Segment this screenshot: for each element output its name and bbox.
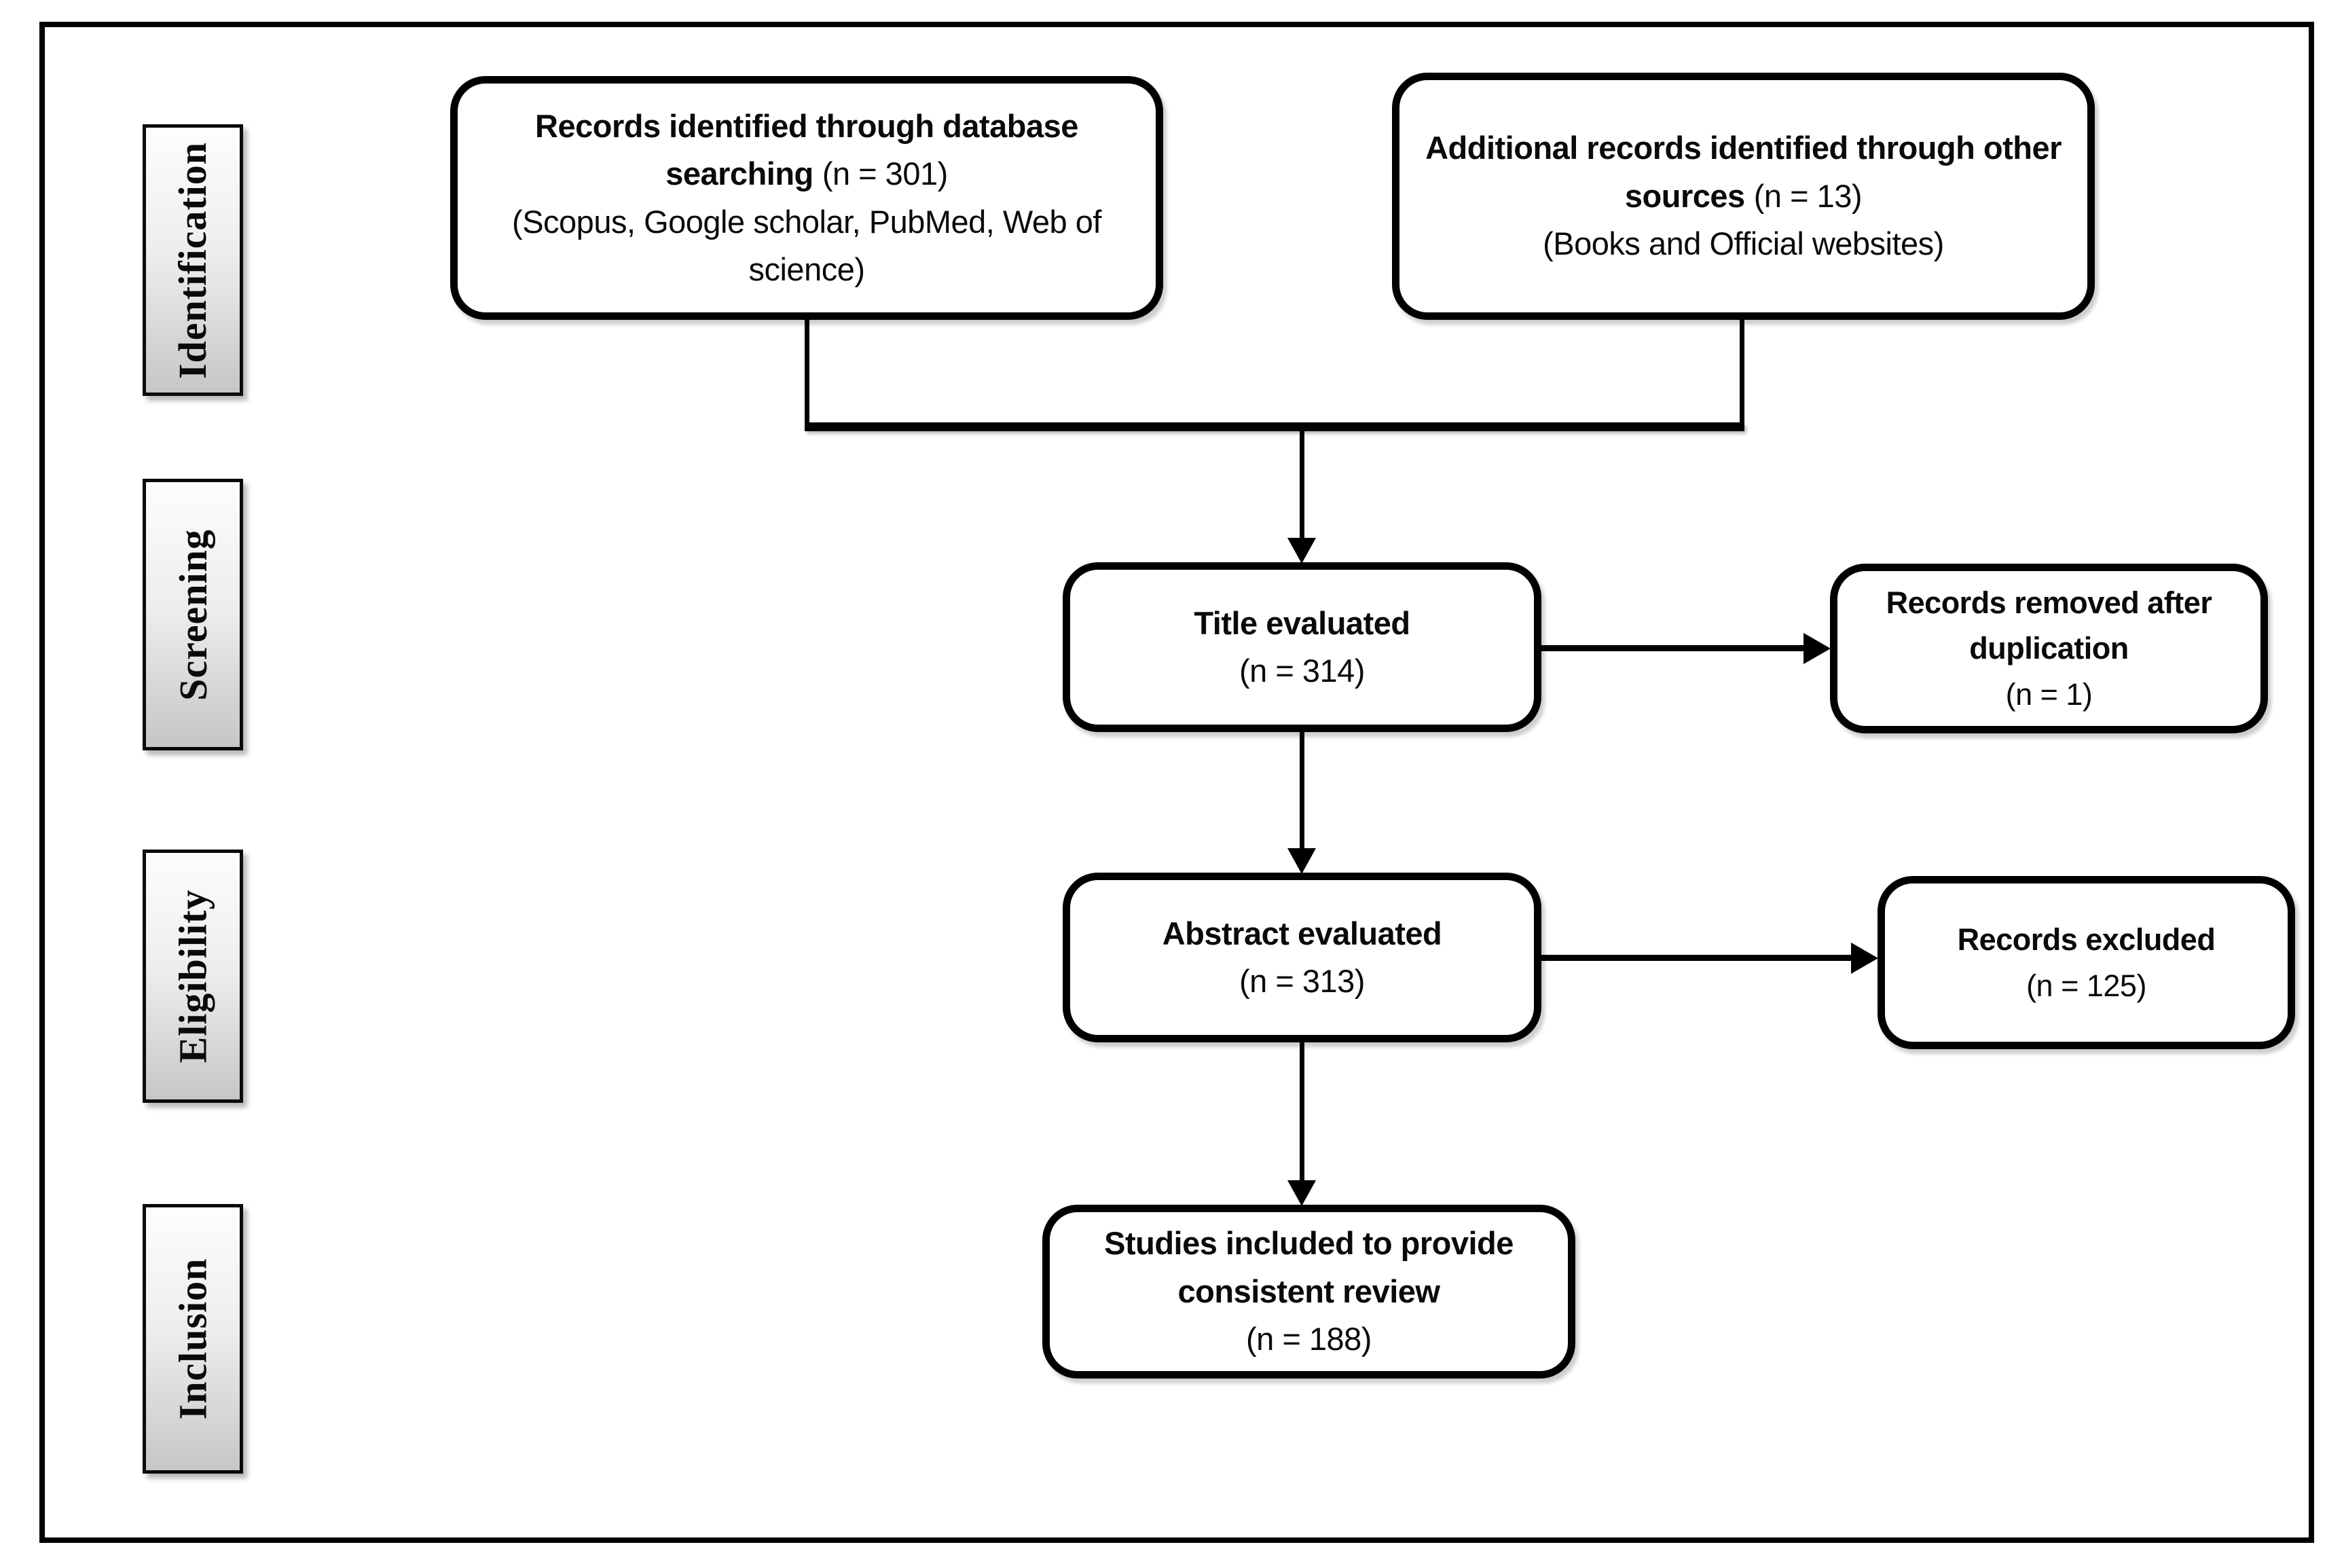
- arrowhead-down-icon: [1287, 848, 1316, 874]
- box-title: Title evaluated: [1194, 604, 1410, 641]
- stage-label-screening: Screening: [143, 479, 243, 750]
- box-count: (n = 313): [1239, 963, 1365, 999]
- box-records-other-sources: Additional records identified through ot…: [1392, 73, 2095, 320]
- box-title: Records identified through database sear…: [535, 107, 1078, 192]
- box-text: Records identified through database sear…: [481, 103, 1133, 198]
- box-title: Records removed after duplication: [1886, 585, 2212, 666]
- box-count: (n = 188): [1246, 1321, 1372, 1357]
- box-records-excluded: Records excluded (n = 125): [1878, 876, 2295, 1049]
- box-count: (n = 301): [822, 156, 948, 192]
- stage-label-text: Identification: [170, 141, 215, 379]
- stage-label-text: Eligibility: [170, 889, 215, 1063]
- arrow-title-to-removed: [1540, 645, 1808, 651]
- arrowhead-down-icon: [1287, 538, 1316, 564]
- box-records-removed-duplication: Records removed after duplication (n = 1…: [1830, 564, 2268, 733]
- box-note: (Books and Official websites): [1543, 225, 1944, 262]
- stage-label-inclusion: Inclusion: [143, 1204, 243, 1474]
- box-count: (n = 1): [2005, 676, 2093, 712]
- box-records-database-search: Records identified through database sear…: [450, 76, 1163, 320]
- stage-label-text: Inclusion: [170, 1258, 215, 1420]
- stage-label-eligibility: Eligibility: [143, 850, 243, 1103]
- arrowhead-right-icon: [1851, 943, 1878, 974]
- box-title: Studies included to provide consistent r…: [1104, 1225, 1514, 1309]
- box-count: (n = 314): [1239, 653, 1365, 689]
- box-text: Additional records identified through ot…: [1423, 124, 2064, 220]
- box-count: (n = 125): [2026, 968, 2146, 1003]
- box-title: Abstract evaluated: [1162, 915, 1442, 951]
- connector-left-vertical: [805, 318, 809, 429]
- connector-right-vertical: [1740, 318, 1744, 429]
- arrow-abstract-to-excluded: [1540, 955, 1856, 961]
- box-title-evaluated: Title evaluated (n = 314): [1063, 562, 1541, 732]
- stage-label-identification: Identification: [143, 124, 243, 396]
- arrow-title-to-abstract: [1300, 731, 1304, 850]
- box-title: Records excluded: [1957, 922, 2216, 957]
- box-title: Additional records identified through ot…: [1425, 130, 2062, 214]
- stage-label-text: Screening: [170, 528, 215, 701]
- box-note: (Scopus, Google scholar, PubMed, Web of …: [512, 203, 1101, 288]
- arrow-abstract-to-included: [1300, 1041, 1304, 1182]
- arrow-merge-to-title: [1300, 431, 1304, 541]
- box-count: (n = 13): [1753, 177, 1863, 214]
- box-studies-included: Studies included to provide consistent r…: [1042, 1205, 1575, 1379]
- box-abstract-evaluated: Abstract evaluated (n = 313): [1063, 873, 1541, 1042]
- arrowhead-right-icon: [1803, 633, 1831, 664]
- arrowhead-down-icon: [1287, 1180, 1316, 1206]
- connector-merge-horizontal: [805, 422, 1744, 431]
